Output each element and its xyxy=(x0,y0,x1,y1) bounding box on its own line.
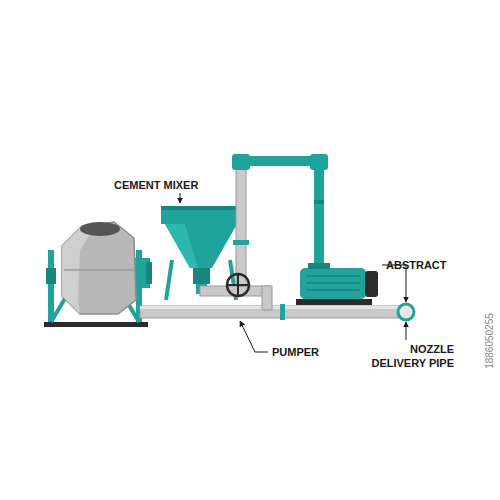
leader-lines xyxy=(180,193,406,352)
pipes xyxy=(140,154,414,320)
part-label: NOZZLE DELIVERY PIPE xyxy=(362,342,454,370)
part-label: CEMENT MIXER xyxy=(114,178,234,192)
motor xyxy=(296,263,378,305)
part-label: ABSTRACT xyxy=(386,258,466,272)
drum-mixer xyxy=(44,222,152,327)
part-label: PUMPER xyxy=(272,345,362,359)
stock-id: 1886050255 xyxy=(483,296,497,386)
